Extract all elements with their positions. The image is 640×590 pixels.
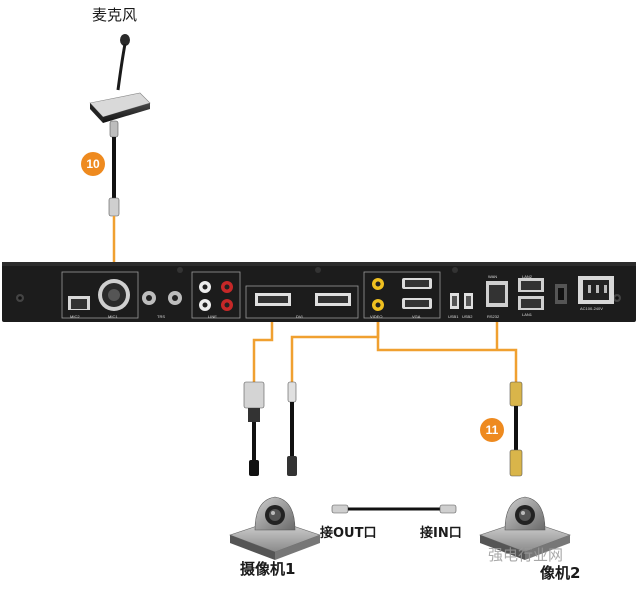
camera-link-cable [331, 504, 457, 514]
badge-camera2-cable: 11 [480, 418, 504, 442]
camera2-label: 像机2 [540, 564, 581, 582]
camera1-connectors [243, 381, 297, 476]
rear-panel [2, 262, 636, 322]
port-label-mic1: MIC1 [108, 314, 118, 319]
port-label-line: LINE [208, 314, 217, 319]
port-label-trs: TRS [157, 314, 165, 319]
port-label-lan1: LAN1 [522, 312, 533, 317]
camera2-icon [479, 496, 571, 560]
camera2-video-cable [376, 312, 518, 382]
port-label-mic2: MIC2 [70, 314, 80, 319]
microphone-icon [89, 34, 151, 217]
port-label-dvi: DVI [296, 314, 303, 319]
in-link-label: 接IN口 [420, 526, 462, 541]
port-label-lan2: LAN2 [522, 274, 533, 279]
port-label-video: VIDEO [370, 314, 383, 319]
camera1-dvi-cable [252, 312, 274, 382]
camera2-connectors [509, 381, 523, 477]
port-label-rs232: RS232 [487, 314, 500, 319]
port-label-vga: VGA [412, 314, 421, 319]
watermark: 强电行业网 [488, 546, 564, 564]
port-label-usb1: USB1 [448, 314, 459, 319]
port-label-wan: WAN [488, 274, 498, 279]
badge-mic-cable: 10 [81, 152, 105, 176]
port-label-power: AC100-240V [580, 306, 603, 311]
microphone-label: 麦克风 [92, 6, 138, 24]
port-label-usb2: USB2 [462, 314, 473, 319]
camera1-label: 摄像机1 [240, 560, 296, 578]
out-link-label: 接OUT口 [320, 526, 377, 541]
camera1-icon [229, 496, 321, 560]
orange-cables [112, 216, 518, 382]
camera1-control-cable [290, 312, 380, 382]
